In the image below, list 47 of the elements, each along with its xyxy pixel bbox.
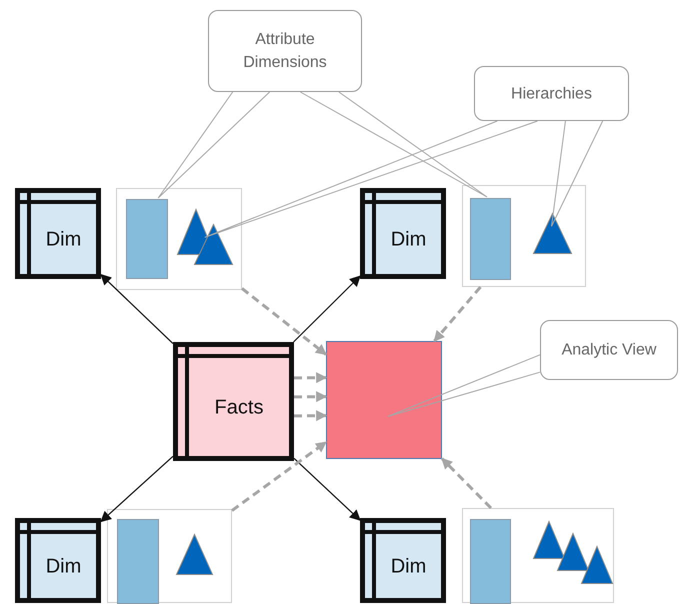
dimension-table — [15, 518, 101, 603]
arrow — [440, 458, 492, 510]
arrow — [294, 372, 328, 384]
callout-pointer — [204, 120, 538, 238]
analytic-view-box — [326, 341, 442, 459]
hierarchy-triangle — [533, 521, 565, 559]
table-label: Dim — [46, 555, 82, 577]
arrow — [293, 275, 361, 342]
hierarchy-triangle — [176, 534, 213, 575]
callout-box — [540, 320, 678, 380]
callout-text: Analytic View — [560, 340, 658, 360]
callout-pointer — [158, 92, 270, 198]
group-frame — [116, 188, 242, 290]
callout-text: Attribute Dimensions — [242, 30, 328, 73]
attribute-bar — [126, 199, 168, 279]
dimension-table — [15, 188, 101, 279]
arrow — [433, 286, 482, 342]
callout-pointer — [551, 120, 604, 227]
group-frame — [462, 185, 586, 287]
arrow — [294, 391, 328, 402]
arrow — [231, 440, 327, 512]
hierarchy-triangle — [581, 546, 613, 584]
attribute-bar — [470, 198, 511, 280]
attribute-bar — [117, 519, 159, 604]
attribute-bar — [470, 519, 511, 604]
hierarchy-triangle — [194, 224, 233, 265]
table-label: Facts — [214, 396, 264, 418]
table-label: Dim — [390, 228, 426, 250]
callout-box — [474, 66, 629, 121]
group-frame — [462, 508, 614, 603]
table-label: Dim — [46, 228, 82, 250]
dimension-table — [360, 188, 446, 279]
arrow — [294, 458, 361, 521]
arrow — [100, 456, 174, 522]
arrow — [100, 274, 174, 344]
table-label: Dim — [390, 555, 426, 577]
arrow — [241, 287, 327, 356]
callout-pointer — [386, 354, 540, 418]
hierarchy-triangle — [533, 213, 572, 254]
hierarchy-triangle — [557, 533, 589, 571]
callout-pointer — [300, 92, 488, 198]
group-frame — [107, 509, 232, 603]
fact-table — [173, 342, 294, 461]
callout-text: Hierarchies — [510, 84, 593, 104]
callout-box — [208, 10, 362, 92]
arrow — [294, 410, 328, 422]
dimension-table — [360, 518, 446, 603]
